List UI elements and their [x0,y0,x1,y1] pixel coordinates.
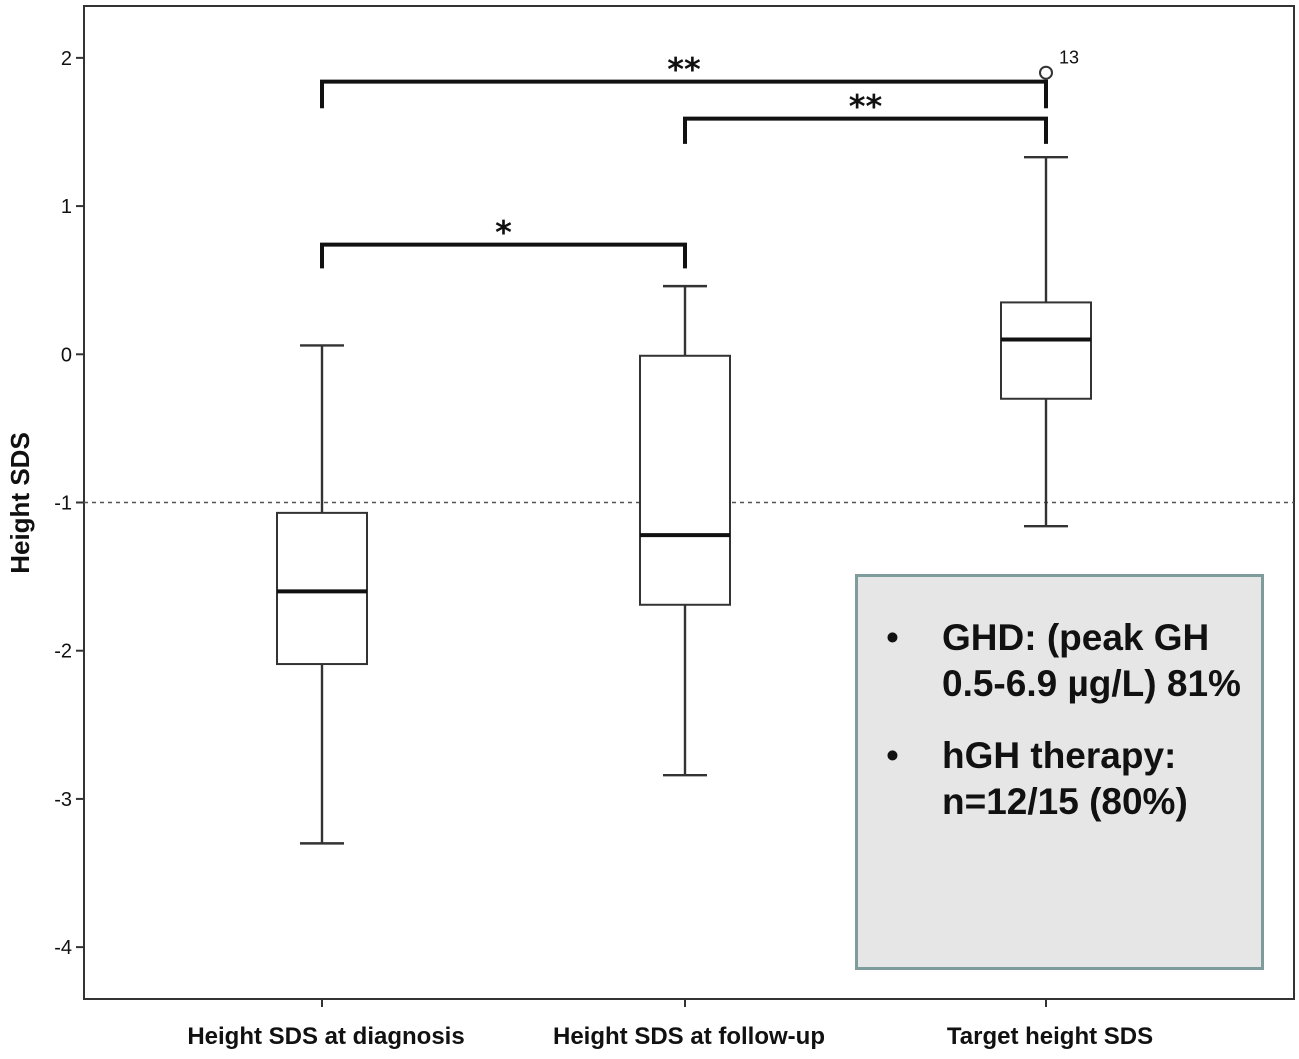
significance-label: ** [667,51,701,89]
y-tick-label: -1 [54,493,72,515]
significance-label: ** [849,88,883,126]
x-category-label: Height SDS at follow-up [553,1023,825,1050]
significance-bracket: ** [683,88,1048,144]
bullet: • [886,735,899,776]
bracket-line [320,242,687,269]
y-tick-label: 2 [61,48,72,70]
outlier-point [1039,65,1053,80]
y-tick-label: -3 [54,789,72,811]
y-tick-label: -4 [54,937,72,959]
significance-label: * [495,214,512,252]
box-group [639,284,731,777]
box-iqr [639,354,731,606]
y-axis-title: Height SDS [5,432,35,574]
info-item-text: hGH therapy: n=12/15 (80%) [942,735,1188,822]
outlier-label: 13 [1059,48,1079,68]
info-item-text: GHD: (peak GH 0.5-6.9 µg/L) 81% [942,617,1241,704]
box-iqr [1000,301,1092,400]
box-iqr [276,511,368,666]
info-item: • GHD: (peak GH 0.5-6.9 µg/L) 81% [880,615,1241,707]
significance-bracket: ** [320,51,1048,109]
x-category-label: Target height SDS [947,1023,1153,1050]
y-tick-label: 0 [61,344,72,366]
info-box: • GHD: (peak GH 0.5-6.9 µg/L) 81% • hGH th… [855,574,1264,970]
box-group [276,344,368,845]
y-tick-label: -2 [54,641,72,663]
bullet: • [886,617,899,658]
x-category-label: Height SDS at diagnosis [187,1023,464,1050]
y-tick-label: 1 [61,196,72,218]
bracket-line [320,79,1048,109]
bracket-line [683,116,1048,144]
info-item: • hGH therapy: n=12/15 (80%) [880,733,1241,825]
significance-bracket: * [320,214,687,269]
box-group: 13 [1000,48,1092,528]
